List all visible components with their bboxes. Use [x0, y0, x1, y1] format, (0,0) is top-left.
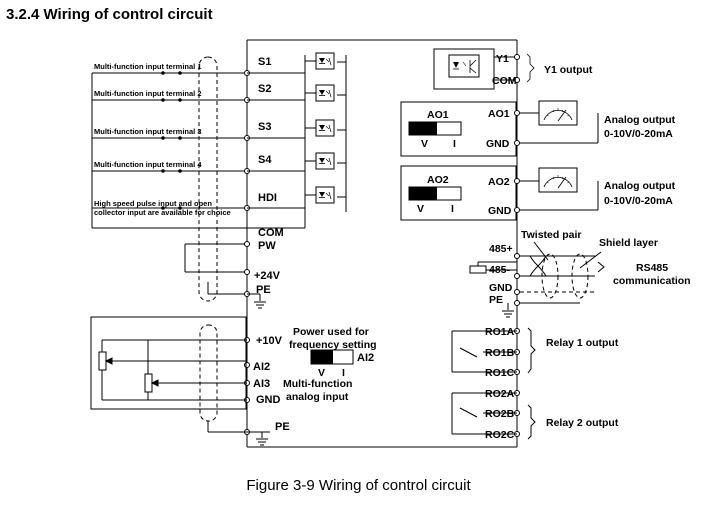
hdi-note-line1: High speed pulse input and open — [94, 199, 212, 208]
ao1-i: I — [453, 138, 456, 150]
figure-caption: Figure 3-9 Wiring of control circuit — [246, 477, 471, 494]
y1-output-label: Y1 output — [544, 64, 593, 76]
rs485-gnd: GND — [489, 282, 513, 294]
multi-line1: Multi-function — [283, 378, 352, 390]
rs485-comm-line2: communication — [613, 275, 691, 287]
y1-output-box — [433, 48, 535, 90]
relay1-label: Relay 1 output — [546, 337, 619, 349]
input-optocouplers — [247, 55, 347, 229]
rs485-pe-ground — [501, 303, 515, 318]
ai2-switch-label: AI2 — [357, 352, 374, 364]
ao1-box — [400, 100, 599, 157]
potentiometers — [98, 339, 247, 401]
terminal-ai3: AI3 — [253, 378, 270, 390]
ao1-terminal: AO1 — [488, 108, 510, 120]
terminal-10v: +10V — [256, 335, 283, 347]
terminal-com: COM — [258, 227, 284, 239]
hdi-note-line2: collector input are available for choice — [94, 208, 231, 217]
pe-ground-top — [247, 293, 267, 309]
multi-line2: analog input — [286, 391, 349, 403]
input3-label: Multi-function input terminal 3 — [94, 127, 202, 136]
terminal-pe-bottom: PE — [275, 421, 290, 433]
page-title: 3.2.4 Wiring of control circuit — [6, 6, 213, 23]
ro1c: RO1C — [485, 367, 515, 379]
ro2c: RO2C — [485, 429, 515, 441]
ao2-v: V — [417, 203, 424, 215]
power-line1: Power used for — [293, 326, 369, 338]
terminal-s3: S3 — [258, 121, 271, 133]
ao2-label-line2: 0-10V/0-20mA — [604, 195, 673, 207]
power-line2: frequency setting — [289, 339, 377, 351]
input4-label: Multi-function input terminal 4 — [94, 160, 202, 169]
ai2-switch-v: V — [318, 367, 325, 379]
terminal-hdi: HDI — [258, 192, 277, 204]
input1-label: Multi-function input terminal 1 — [94, 62, 202, 71]
ai2-switch-i: I — [342, 367, 345, 379]
terminal-gnd-analog: GND — [256, 394, 281, 406]
ao2-gnd: GND — [488, 205, 512, 217]
analog-input-box — [90, 316, 247, 410]
ai2-switch[interactable] — [310, 349, 354, 365]
rs485-minus: 485- — [489, 264, 511, 276]
relay2-label: Relay 2 output — [546, 417, 619, 429]
input-switch-contacts — [161, 71, 182, 210]
ao2-label-line1: Analog output — [604, 180, 676, 192]
rs485-pe: PE — [489, 294, 503, 306]
relay1-wiring — [451, 327, 536, 375]
terminal-s4: S4 — [258, 154, 272, 166]
terminal-pw: PW — [258, 240, 276, 252]
ao1-gnd: GND — [486, 138, 510, 150]
shield-layer-label: Shield layer — [599, 237, 658, 249]
ao2-i: I — [451, 203, 454, 215]
relay2-wiring — [451, 390, 536, 440]
analog-shield-cable — [199, 324, 218, 422]
ao1-switch-label: AO1 — [427, 109, 449, 121]
terminal-24v: +24V — [254, 270, 281, 282]
ro2b: RO2B — [485, 408, 515, 420]
terminal-pe-top: PE — [256, 284, 271, 296]
ao1-label-line1: Analog output — [604, 114, 676, 126]
ro1b: RO1B — [485, 347, 515, 359]
y1-terminal: Y1 — [496, 53, 509, 65]
ao1-v: V — [421, 138, 428, 150]
rs485-comm-line1: RS485 — [636, 262, 668, 274]
twisted-pair-label: Twisted pair — [521, 229, 581, 241]
ao2-terminal: AO2 — [488, 176, 510, 188]
terminal-ai2: AI2 — [253, 361, 270, 373]
input2-label: Multi-function input terminal 2 — [94, 89, 202, 98]
digital-input-wiring — [91, 72, 247, 295]
ao2-box — [400, 165, 599, 221]
ao2-switch-label: AO2 — [427, 174, 449, 186]
ro1a: RO1A — [485, 326, 515, 338]
input-shield-cable — [198, 56, 218, 302]
terminal-s1: S1 — [258, 56, 271, 68]
terminal-s2: S2 — [258, 83, 271, 95]
rs485-plus: 485+ — [489, 243, 513, 255]
rs485-wiring — [469, 241, 605, 306]
ao1-label-line2: 0-10V/0-20mA — [604, 128, 673, 140]
y1-com-terminal: COM — [492, 75, 517, 87]
pe-ground-bottom — [207, 421, 270, 446]
ro2a: RO2A — [485, 388, 515, 400]
